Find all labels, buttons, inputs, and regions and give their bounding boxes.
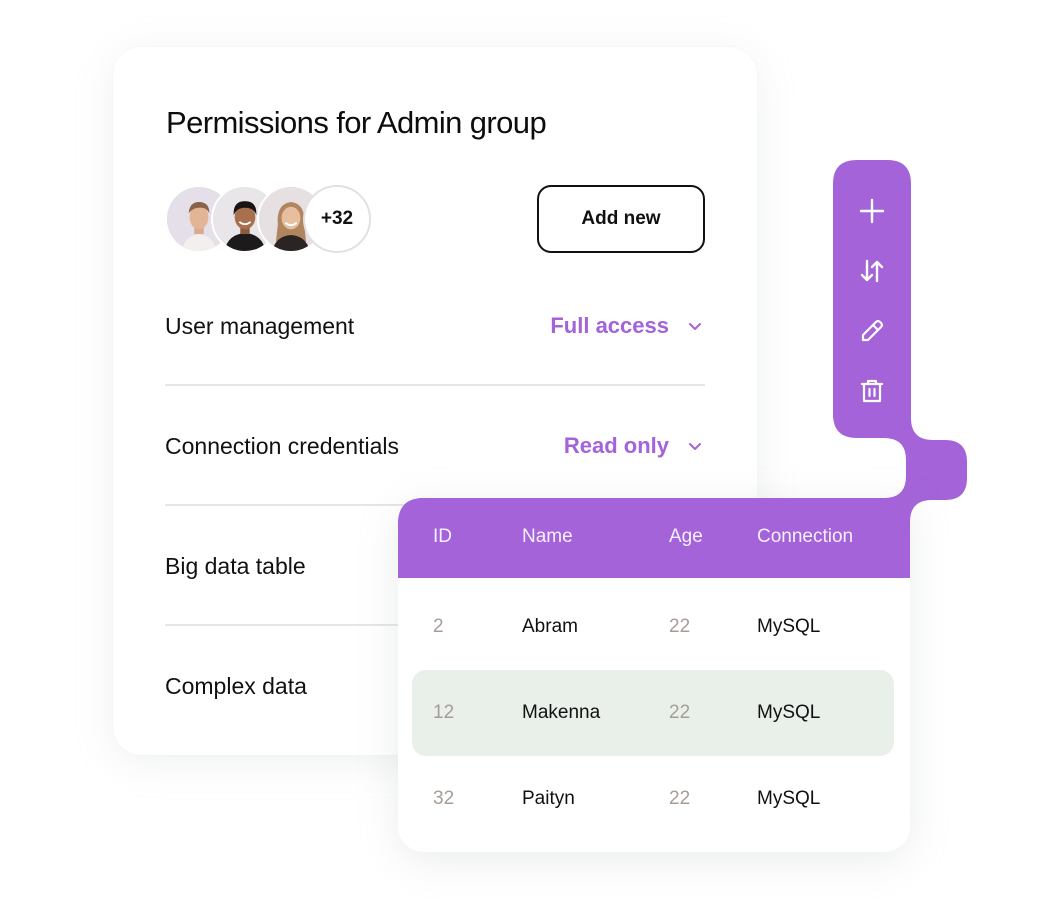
column-header-connection[interactable]: Connection [757,526,854,547]
add-new-button[interactable]: Add new [537,185,705,253]
access-level-dropdown[interactable]: Full access [550,313,703,339]
pencil-icon [861,319,884,342]
sort-icon [860,259,884,283]
divider [165,384,705,386]
permission-label: Big data table [165,553,306,579]
access-level-value: Full access [550,313,669,338]
avatar-group[interactable]: +32 [165,185,371,253]
table-row[interactable]: 32 Paityn 22 MySQL [412,756,894,842]
cell-age: 22 [669,702,691,723]
edit-button[interactable] [856,316,888,346]
table-row-highlighted[interactable]: 12 Makenna 22 MySQL [412,670,894,756]
permission-row-user-management: User management Full access [165,313,705,433]
cell-name: Abram [522,616,578,637]
column-header-name[interactable]: Name [522,526,573,547]
access-level-value: Read only [563,433,669,458]
more-members-badge[interactable]: +32 [303,185,371,253]
plus-icon [859,198,885,224]
page-title: Permissions for Admin group [166,105,547,140]
cell-id: 12 [433,702,455,723]
permission-row-complex-data: Complex data [165,673,705,793]
permission-label: User management [165,313,355,339]
table-header-labels: ID Name Age Connection [398,498,910,578]
action-toolbar [833,160,911,406]
cell-id: 2 [433,616,444,637]
cell-connection: MySQL [757,788,821,809]
cell-name: Paityn [522,788,575,809]
add-row-button[interactable] [856,196,888,226]
permission-label: Complex data [165,673,307,699]
cell-connection: MySQL [757,702,821,723]
trash-icon [860,379,884,403]
cell-age: 22 [669,788,691,809]
cell-connection: MySQL [757,616,821,637]
access-level-dropdown[interactable]: Read only [564,433,703,459]
column-header-id[interactable]: ID [433,526,452,547]
chevron-down-icon [689,323,701,330]
cell-name: Makenna [522,702,601,723]
chevron-down-icon [689,443,701,450]
permission-label: Connection credentials [165,433,399,459]
table-row[interactable]: 2 Abram 22 MySQL [412,584,894,670]
column-header-age[interactable]: Age [669,526,703,547]
delete-button[interactable] [856,376,888,406]
cell-id: 32 [433,788,455,809]
sort-button[interactable] [856,256,888,286]
cell-age: 22 [669,616,691,637]
